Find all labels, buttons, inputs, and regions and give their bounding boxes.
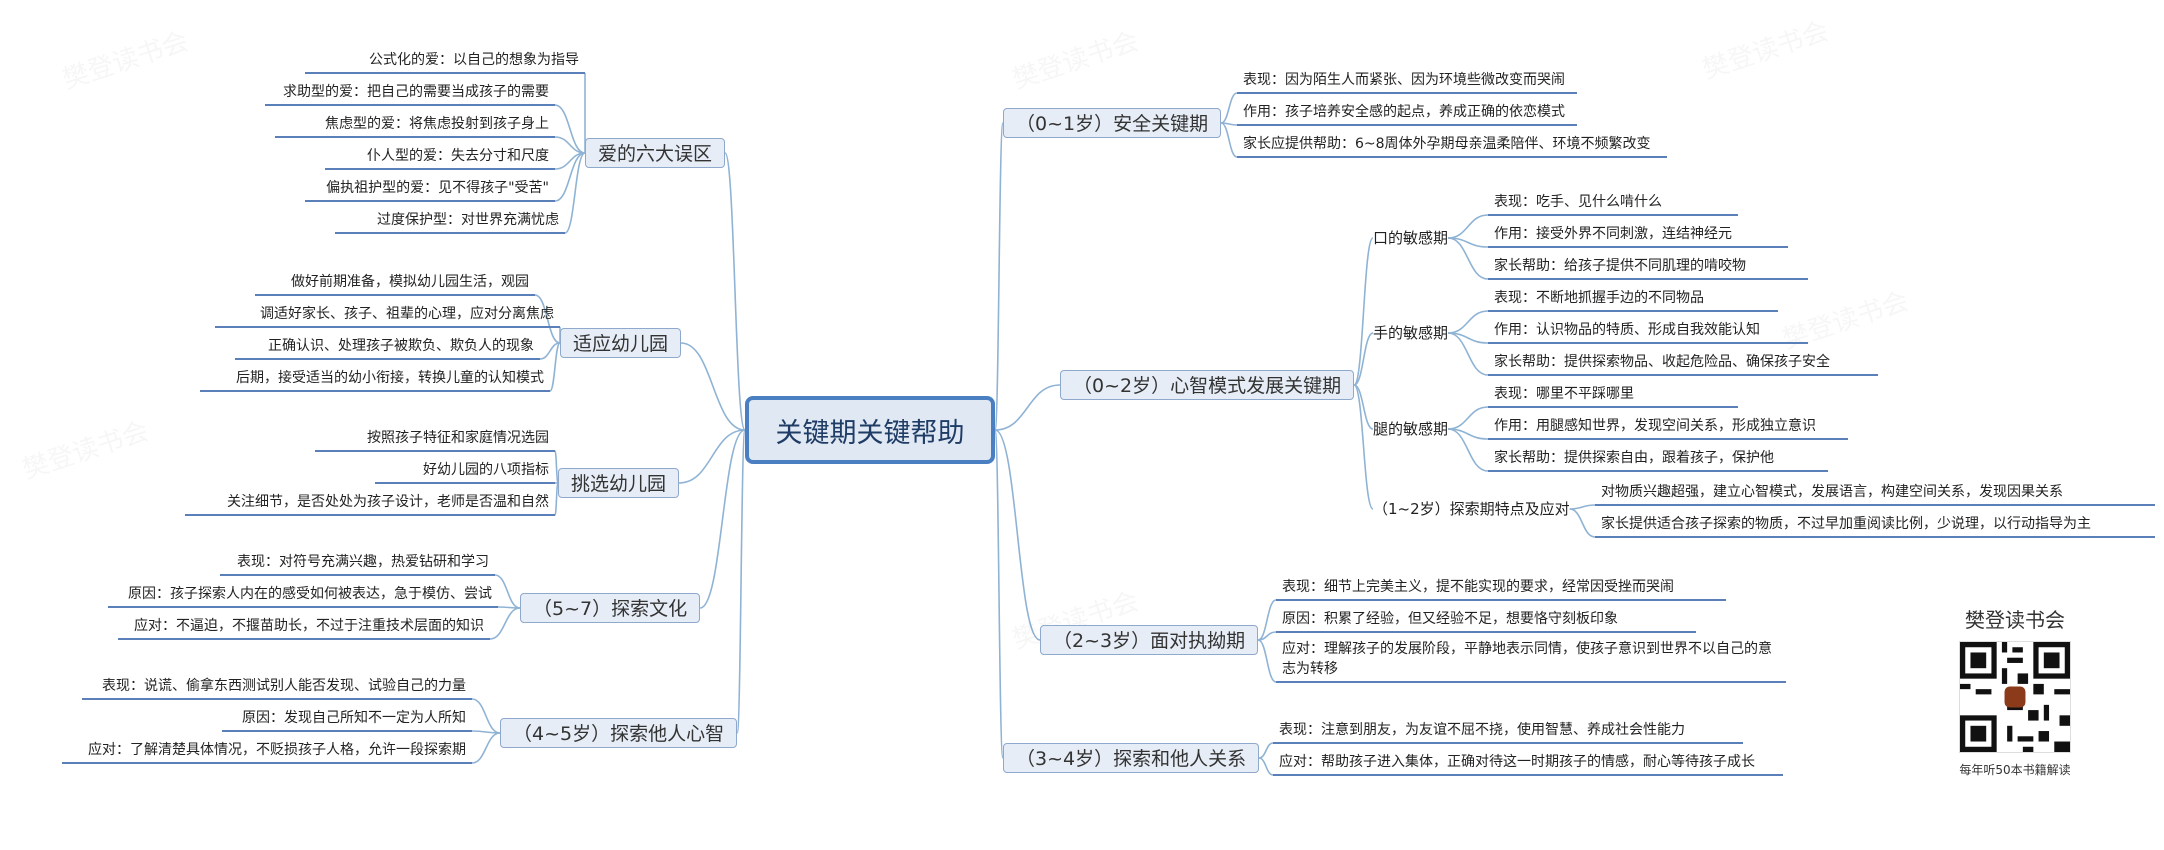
leaf: 关注细节，是否处处为孩子设计，老师是否温和自然 <box>185 490 555 516</box>
connector <box>1447 237 1489 280</box>
leaf: 表现：说谎、偷拿东西测试别人能否发现、试验自己的力量 <box>82 674 472 700</box>
connector <box>471 732 501 764</box>
leaf: 家长应提供帮助：6~8周体外孕期母亲温柔陪伴、环境不频繁改变 <box>1237 132 1667 158</box>
connector <box>1447 310 1489 334</box>
sub-exploration-period[interactable]: （1~2岁）探索期特点及应对 <box>1373 500 1570 518</box>
connector <box>680 342 746 431</box>
connector <box>1569 508 1596 538</box>
leaf: 调适好家长、孩子、祖辈的心理，应对分离焦虑 <box>215 302 560 328</box>
connector <box>471 698 501 734</box>
sub-hand-period[interactable]: 手的敏感期 <box>1373 324 1449 342</box>
leaf: 家长提供适合孩子探索的物质，不过早加重阅读比例，少说理，以行动指导为主 <box>1595 512 2155 538</box>
leaf: 作用：孩子培养安全感的起点，养成正确的依恋模式 <box>1237 100 1577 126</box>
connector <box>1258 757 1274 776</box>
connector <box>1447 428 1489 472</box>
connector <box>1447 406 1489 430</box>
leaf: 正确认识、处理孩子被欺负、欺负人的现象 <box>235 334 540 360</box>
leaf: 好幼儿园的八项指标 <box>375 458 555 484</box>
connector <box>554 482 559 516</box>
leaf: 作用：用腿感知世界，发现空间关系，形成独立意识 <box>1488 414 1848 440</box>
leaf: 家长帮助：提供探索物品、收起危险品、确保孩子安全 <box>1488 350 1878 376</box>
leaf: 按照孩子特征和家庭情况选园 <box>315 426 555 452</box>
connector <box>1258 631 1277 641</box>
branch-stubborn-period[interactable]: （2~3岁）面对执拗期 <box>1040 625 1259 655</box>
leaf: 家长帮助：给孩子提供不同肌理的啃咬物 <box>1488 254 1808 280</box>
connector <box>554 152 586 202</box>
branch-safety[interactable]: （0~1岁）安全关键期 <box>1003 108 1222 138</box>
connector <box>1353 237 1374 386</box>
connector <box>994 122 1004 431</box>
connector <box>1257 599 1277 641</box>
connector <box>1258 742 1274 759</box>
leaf: 公式化的爱：以自己的想象为指导 <box>305 48 585 74</box>
connector <box>724 152 746 431</box>
brand-caption: 每年听50本书籍解读 <box>1959 763 2071 777</box>
leaf: 表现：细节上完美主义，提不能实现的要求，经常因受挫而哭闹 <box>1276 575 1726 601</box>
leaf: 仆人型的爱：失去分寸和尺度 <box>325 144 555 170</box>
leaf: 过度保护型：对世界充满忧虑 <box>335 208 565 234</box>
brand-title: 樊登读书会 <box>1965 608 2065 632</box>
connector <box>1569 504 1596 510</box>
connector <box>564 152 586 234</box>
connector <box>994 384 1061 431</box>
connector <box>1447 332 1489 376</box>
branch-adapt-kindergarten[interactable]: 适应幼儿园 <box>560 328 682 358</box>
leaf: 表现：因为陌生人而紧张、因为环境些微改变而哭闹 <box>1237 68 1577 94</box>
connector <box>554 104 586 154</box>
connector <box>994 429 1041 641</box>
leaf: 表现：对符号充满兴趣，热爱钻研和学习 <box>220 550 495 576</box>
leaf: 表现：不断地抓握手边的不同物品 <box>1488 286 1778 312</box>
leaf: 求助型的爱：把自己的需要当成孩子的需要 <box>265 80 555 106</box>
connector <box>1257 639 1277 683</box>
branch-mind-model[interactable]: （0~2岁）心智模式发展关键期 <box>1060 370 1355 400</box>
leaf: 作用：认识物品的特质、形成自我效能认知 <box>1488 318 1808 344</box>
connector <box>1447 214 1489 239</box>
connector <box>494 574 521 609</box>
leaf: 应对：了解清楚具体情况，不贬损孩子人格，允许一段探索期 <box>62 738 472 764</box>
connector <box>534 294 561 344</box>
root-topic[interactable]: 关键期关键帮助 <box>745 396 995 464</box>
connector <box>554 450 559 484</box>
connector <box>1353 332 1374 386</box>
leaf: 对物质兴趣超强，建立心智模式，发展语言，构建空间关系，发现因果关系 <box>1595 480 2155 506</box>
connector <box>699 429 746 609</box>
connector <box>1353 384 1374 510</box>
connector <box>539 342 561 360</box>
branch-relationships[interactable]: （3~4岁）探索和他人关系 <box>1003 743 1260 773</box>
connector <box>736 429 746 734</box>
connector <box>1220 92 1238 124</box>
leaf: 偏执祖护型的爱：见不得孩子"受苦" <box>305 176 555 202</box>
leaf: 作用：接受外界不同刺激，连结神经元 <box>1488 222 1788 248</box>
leaf: 家长帮助：提供探索自由，跟着孩子，保护他 <box>1488 446 1828 472</box>
branch-love-misconceptions[interactable]: 爱的六大误区 <box>585 138 726 168</box>
leaf: 表现：注意到朋友，为友谊不屈不挠，使用智慧、养成社会性能力 <box>1273 718 1743 744</box>
leaf: 应对：理解孩子的发展阶段，平静地表示同情，使孩子意识到世界不以自己的意志为转移 <box>1276 639 1786 683</box>
brand-block: 樊登读书会 每年听50本书籍解读 <box>1950 604 2080 778</box>
leaf: 原因：发现自己所知不一定为人所知 <box>222 706 472 732</box>
branch-explore-minds[interactable]: （4~5岁）探索他人心智 <box>500 718 738 748</box>
leaf: 应对：帮助孩子进入集体，正确对待这一时期孩子的情感，耐心等待孩子成长 <box>1273 750 1783 776</box>
connector <box>489 607 521 640</box>
branch-explore-culture[interactable]: （5~7）探索文化 <box>520 593 701 623</box>
connector <box>678 429 746 484</box>
sub-mouth-period[interactable]: 口的敏感期 <box>1373 229 1449 247</box>
leaf: 后期，接受适当的幼小衔接，转换儿童的认知模式 <box>200 366 550 392</box>
leaf: 表现：哪里不平踩哪里 <box>1488 382 1738 408</box>
leaf: 做好前期准备，模拟幼儿园生活，观园 <box>255 270 535 296</box>
leaf: 表现：吃手、见什么啃什么 <box>1488 190 1738 216</box>
sub-leg-period[interactable]: 腿的敏感期 <box>1373 420 1449 438</box>
leaf: 应对：不逼迫，不揠苗助长，不过于注重技术层面的知识 <box>118 614 490 640</box>
connector <box>1220 122 1238 158</box>
leaf: 焦虑型的爱：将焦虑投射到孩子身上 <box>275 112 555 138</box>
connector <box>994 429 1004 759</box>
leaf: 原因：积累了经验，但又经验不足，想要恪守刻板印象 <box>1276 607 1696 633</box>
branch-choose-kindergarten[interactable]: 挑选幼儿园 <box>558 468 680 498</box>
connector <box>549 342 561 392</box>
leaf: 原因：孩子探索人内在的感受如何被表达，急于模仿、尝试 <box>108 582 498 608</box>
qr-code-icon[interactable] <box>1959 641 2071 753</box>
